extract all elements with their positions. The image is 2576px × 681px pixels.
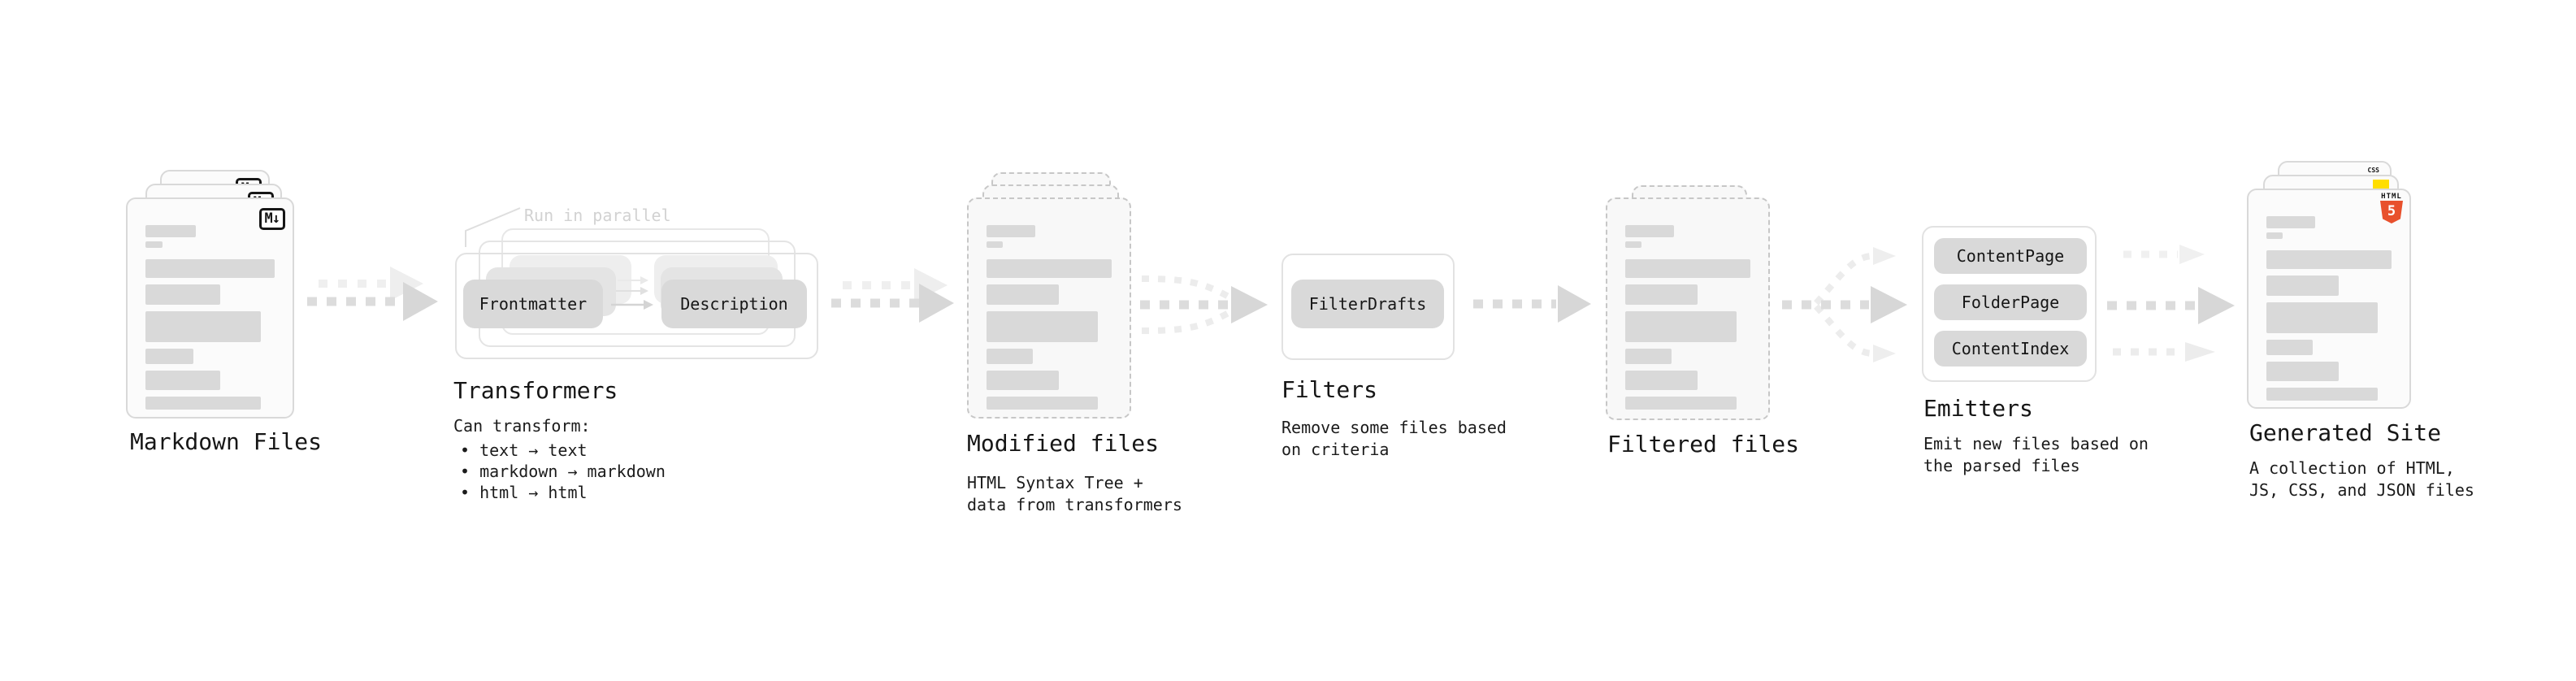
filtered-doc-front	[1606, 197, 1770, 420]
transformer-flow-arrows	[611, 276, 653, 310]
transformers-label: Transformers	[453, 377, 618, 404]
modified-doc-front	[967, 197, 1131, 419]
transformers-bullet: • text → text	[460, 440, 588, 460]
generated-doc-html: HTML 5	[2247, 189, 2411, 409]
run-in-parallel-note: Run in parallel	[524, 206, 671, 225]
folderpage-pill: FolderPage	[1934, 284, 2087, 320]
doc-content-placeholder	[1625, 225, 1750, 410]
filterdrafts-pill: FilterDrafts	[1291, 280, 1444, 328]
emitters-label: Emitters	[1923, 395, 2033, 422]
transformer-layer-front	[455, 253, 818, 359]
filters-label: Filters	[1281, 376, 1378, 403]
modified-files-desc: HTML Syntax Tree + data from transformer…	[967, 473, 1182, 514]
contentindex-pill: ContentIndex	[1934, 331, 2087, 367]
html5-icon: HTML 5	[2380, 193, 2403, 223]
html5-word: HTML	[2381, 193, 2402, 201]
arrow-filtered-to-emitters	[1782, 247, 1907, 362]
doc-content-placeholder	[2266, 216, 2392, 401]
note-connector-line	[465, 207, 521, 247]
emitters-desc: Emit new files based on the parsed files	[1923, 434, 2149, 475]
generated-site-desc: A collection of HTML, JS, CSS, and JSON …	[2249, 458, 2474, 500]
frontmatter-pill: Frontmatter	[463, 280, 603, 328]
arrow-emitters-to-generated	[2107, 245, 2235, 362]
description-pill: Description	[661, 280, 807, 328]
markdown-files-label: Markdown Files	[130, 428, 323, 455]
contentpage-pill: ContentPage	[1934, 238, 2087, 274]
arrow-filters-to-filtered	[1473, 285, 1591, 323]
filtered-files-label: Filtered files	[1607, 431, 1800, 458]
modified-files-label: Modified files	[967, 430, 1160, 457]
generated-site-label: Generated Site	[2249, 419, 2442, 446]
doc-content-placeholder	[987, 225, 1112, 410]
filters-desc: Remove some files based on criteria	[1281, 418, 1507, 459]
doc-content-placeholder	[145, 225, 275, 410]
transformers-bullet: • markdown → markdown	[460, 462, 666, 481]
transformers-bullet: • html → html	[460, 483, 588, 502]
arrow-markdown-to-transformers	[307, 267, 438, 321]
markdown-icon: M↓	[258, 208, 285, 230]
arrow-transformers-to-modified	[831, 268, 954, 323]
markdown-doc-front: M↓	[126, 197, 294, 419]
transformers-desc-title: Can transform:	[453, 416, 591, 436]
js-icon	[2373, 180, 2389, 189]
arrow-modified-to-filters	[1140, 275, 1268, 334]
